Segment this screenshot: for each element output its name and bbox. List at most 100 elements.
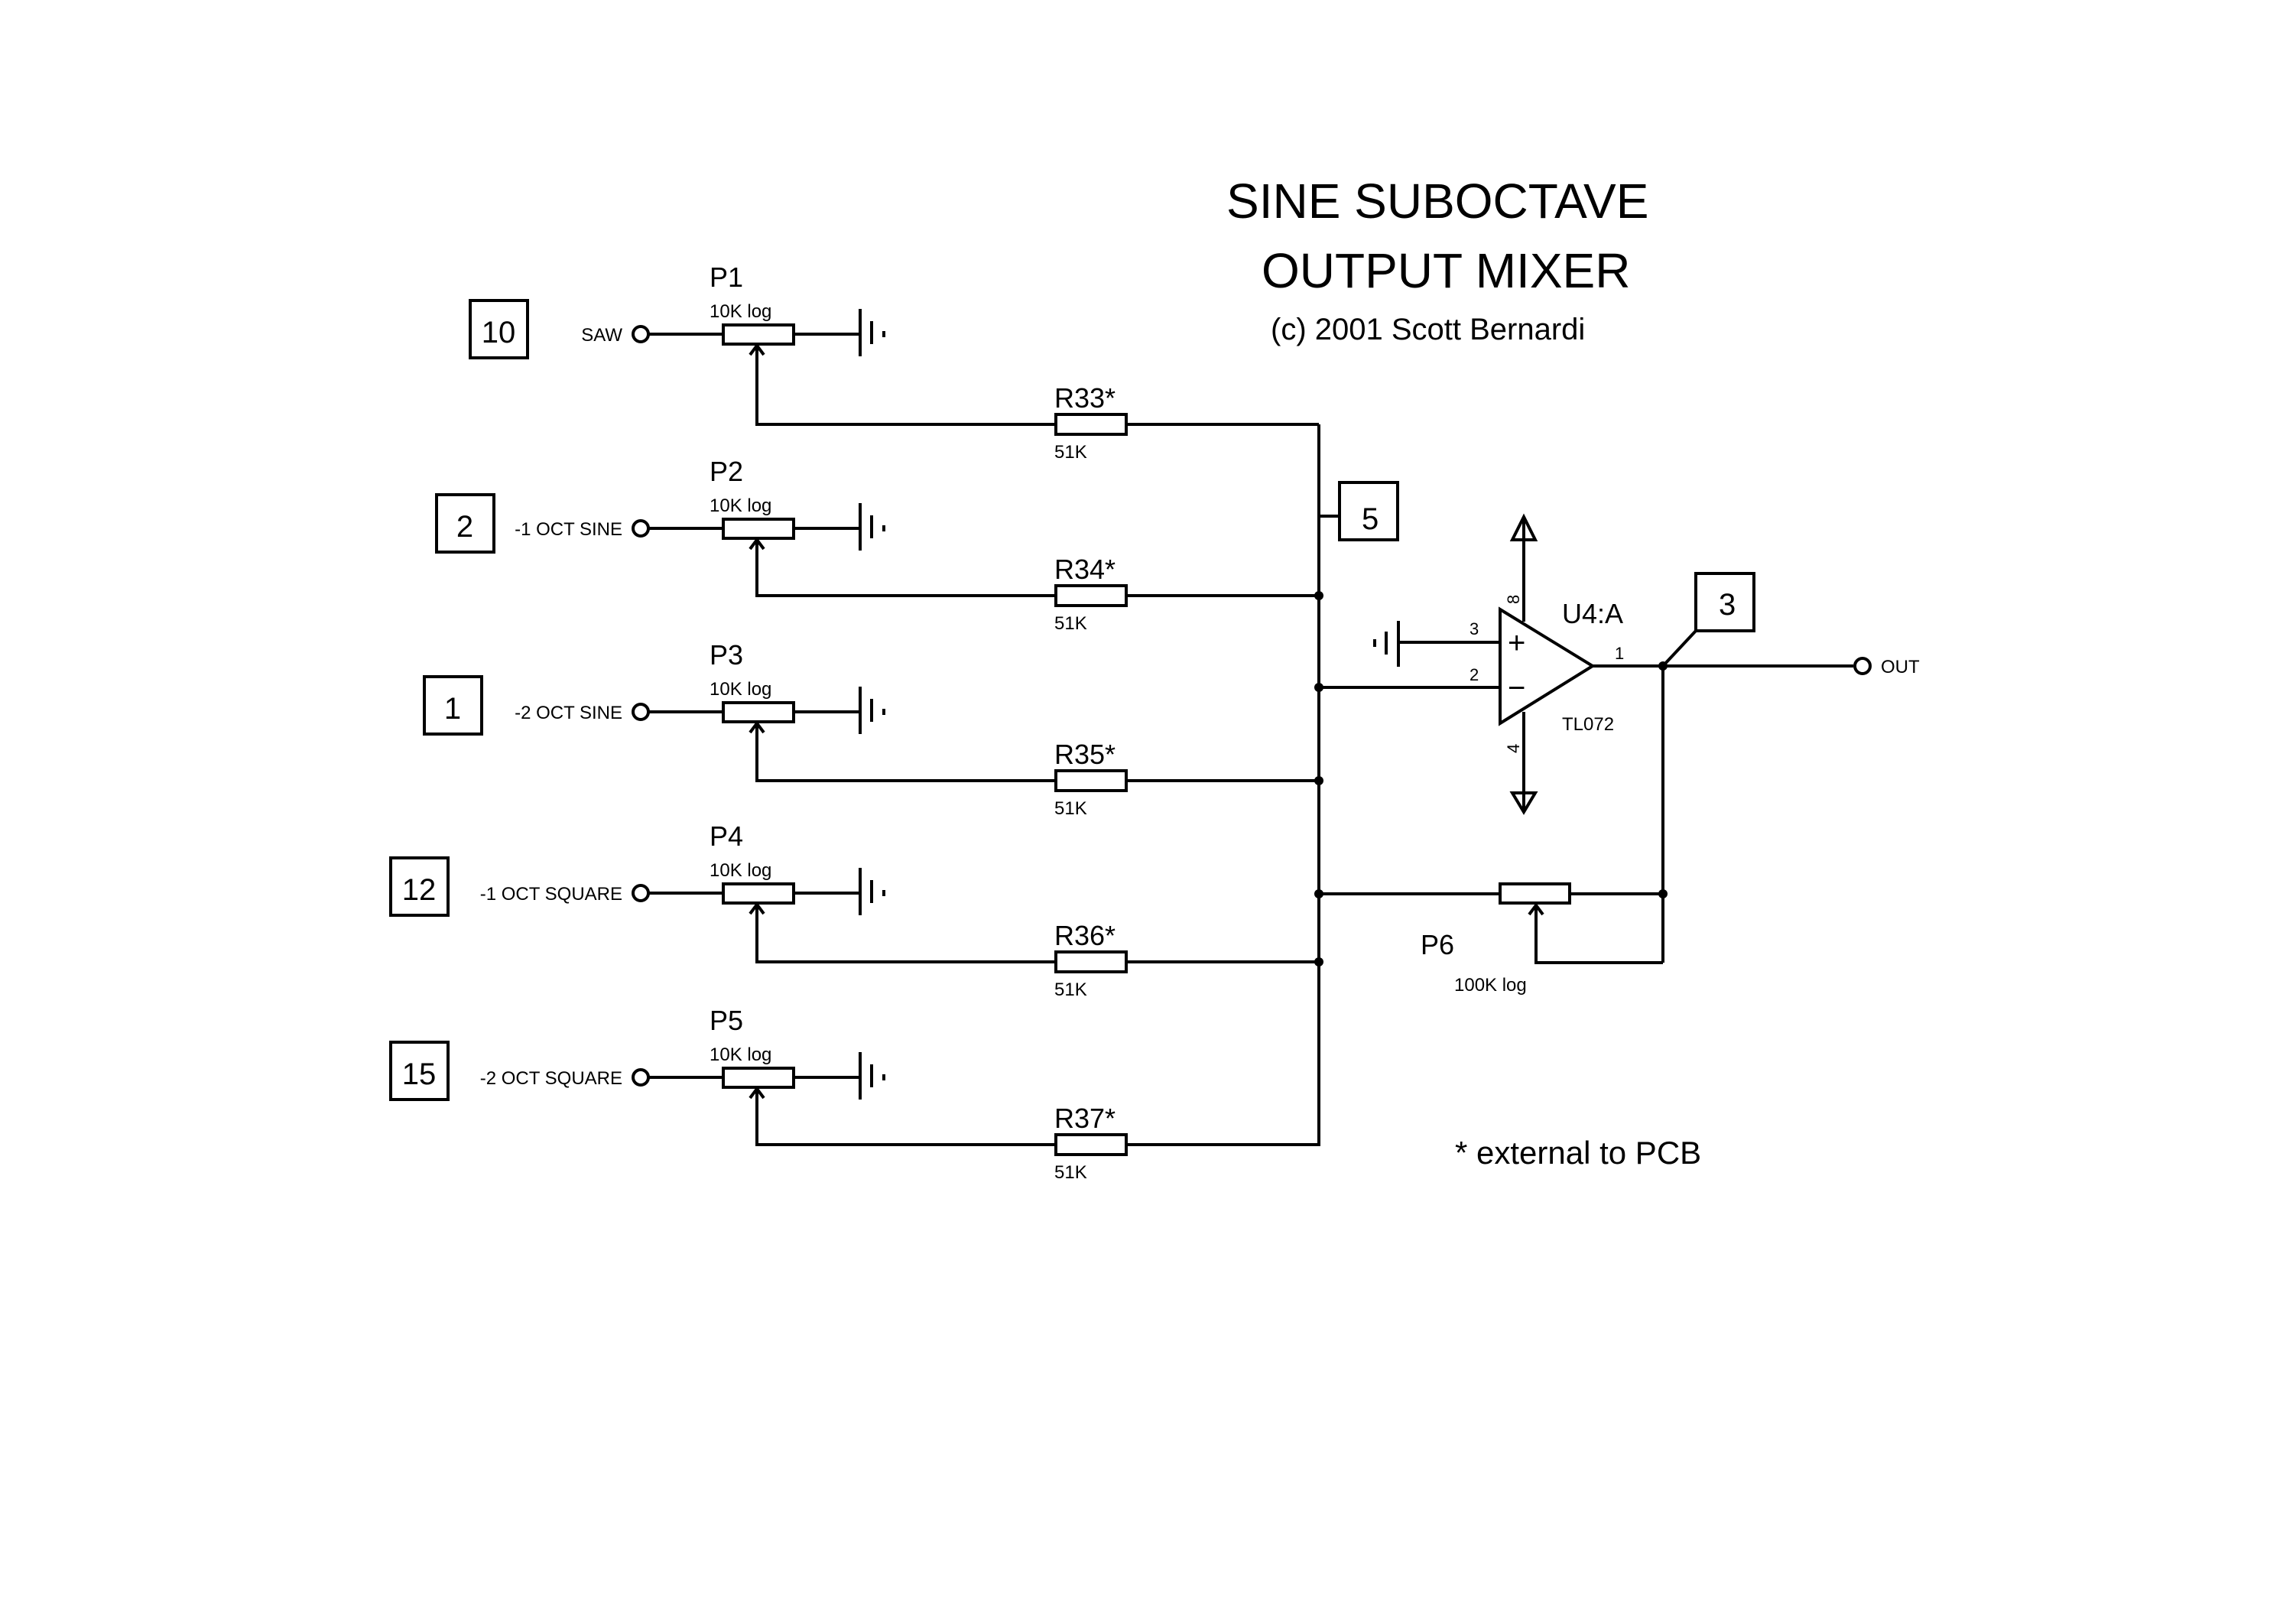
wiper-wire (755, 724, 1056, 782)
pin-8-label: 8 (1504, 595, 1523, 604)
copyright: (c) 2001 Scott Bernardi (1271, 313, 1585, 346)
pot-p6-wiper-arrow (1528, 902, 1544, 916)
wiper-wire (755, 905, 1056, 963)
pot-value: 10K log (710, 860, 771, 881)
connector-box (423, 675, 483, 736)
vneg-arrow-icon (1509, 791, 1538, 815)
resistor (1054, 413, 1128, 436)
output-label: OUT (1881, 657, 1920, 677)
pot-ref: P1 (710, 262, 743, 293)
input-terminal[interactable] (632, 519, 650, 538)
resistor-ref: R33* (1054, 382, 1116, 414)
connector-label: 12 (402, 873, 437, 907)
ground-icon (859, 1052, 885, 1100)
connector-3-label: 3 (1719, 588, 1736, 622)
input-terminal[interactable] (632, 703, 650, 721)
ground-icon (859, 309, 885, 356)
connector-label: 15 (402, 1057, 437, 1091)
resistor-value: 51K (1054, 1162, 1087, 1183)
connector-5-box (1338, 481, 1399, 541)
output-terminal[interactable] (1853, 657, 1872, 675)
wiper-wire (755, 1090, 1056, 1146)
wiper-arrow-icon (749, 343, 765, 356)
resistor-value: 51K (1054, 613, 1087, 634)
opamp-ref: U4:A (1562, 598, 1623, 629)
input-terminal[interactable] (632, 1068, 650, 1087)
connector-box (435, 493, 495, 554)
resistor-ref: R36* (1054, 920, 1116, 951)
opamp-minus-symbol: − (1508, 671, 1525, 705)
pot-ref: P5 (710, 1005, 743, 1036)
pot-value: 10K log (710, 679, 771, 700)
pot-value: 10K log (710, 1044, 771, 1065)
signal-label: SAW (581, 325, 622, 346)
pot-value: 10K log (710, 301, 771, 322)
pin-3-label: 3 (1470, 619, 1479, 638)
pot-ref: P4 (710, 820, 743, 852)
resistor-value: 51K (1054, 798, 1087, 819)
connector-box (389, 1041, 450, 1101)
pin-2-label: 2 (1470, 665, 1479, 684)
wiper-arrow-icon (749, 720, 765, 734)
resistor-value: 51K (1054, 979, 1087, 1000)
opamp-u4a (1499, 606, 1596, 726)
input-terminal[interactable] (632, 325, 650, 343)
connector-3-box (1694, 572, 1755, 632)
wiper-wire (755, 346, 1056, 426)
ground-icon (859, 868, 885, 915)
wiper-arrow-icon (749, 901, 765, 915)
resistor-ref: R35* (1054, 739, 1116, 770)
connector-label: 10 (482, 316, 516, 349)
signal-label: -1 OCT SQUARE (480, 884, 622, 905)
input-terminal[interactable] (632, 884, 650, 902)
resistor (1054, 769, 1128, 792)
connector-box (469, 299, 529, 359)
potentiometer[interactable] (722, 518, 795, 540)
pin-1-label: 1 (1615, 644, 1624, 663)
resistor-ref: R37* (1054, 1103, 1116, 1134)
wiper-wire (755, 541, 1056, 597)
connector-5-label: 5 (1362, 502, 1379, 536)
potentiometer[interactable] (722, 882, 795, 905)
pot-p6[interactable] (1499, 882, 1571, 905)
resistor-value: 51K (1054, 442, 1087, 463)
vpos-arrow-icon (1509, 513, 1538, 541)
ground-icon (859, 503, 885, 551)
opamp-plus-symbol: + (1508, 626, 1525, 660)
title-line-1: SINE SUBOCTAVE (1226, 174, 1648, 229)
pot-p6-wiper (1534, 906, 1663, 964)
junction-dot (1314, 683, 1323, 692)
signal-label: -2 OCT SINE (515, 703, 622, 723)
potentiometer[interactable] (722, 1067, 795, 1089)
resistor (1054, 584, 1128, 607)
ground-icon (1373, 621, 1400, 667)
pot-p6-value: 100K log (1454, 975, 1527, 996)
resistor (1054, 950, 1128, 973)
pot-ref: P2 (710, 456, 743, 487)
junction-dot (1658, 889, 1668, 898)
potentiometer[interactable] (722, 701, 795, 723)
connector-label: 2 (456, 510, 473, 544)
pot-p6-ref: P6 (1421, 929, 1454, 960)
resistor (1054, 1133, 1128, 1156)
connector-3-stub (1661, 629, 1697, 668)
pin-4-label: 4 (1504, 744, 1523, 753)
title-line-2: OUTPUT MIXER (1262, 243, 1630, 298)
potentiometer[interactable] (722, 323, 795, 346)
connector-label: 1 (444, 692, 461, 726)
connector-box (389, 856, 450, 917)
footnote: * external to PCB (1455, 1135, 1701, 1171)
resistor-ref: R34* (1054, 554, 1116, 585)
signal-label: -1 OCT SINE (515, 519, 622, 540)
opamp-part: TL072 (1562, 714, 1614, 735)
pot-ref: P3 (710, 639, 743, 671)
signal-label: -2 OCT SQUARE (480, 1068, 622, 1089)
ground-icon (859, 687, 885, 734)
